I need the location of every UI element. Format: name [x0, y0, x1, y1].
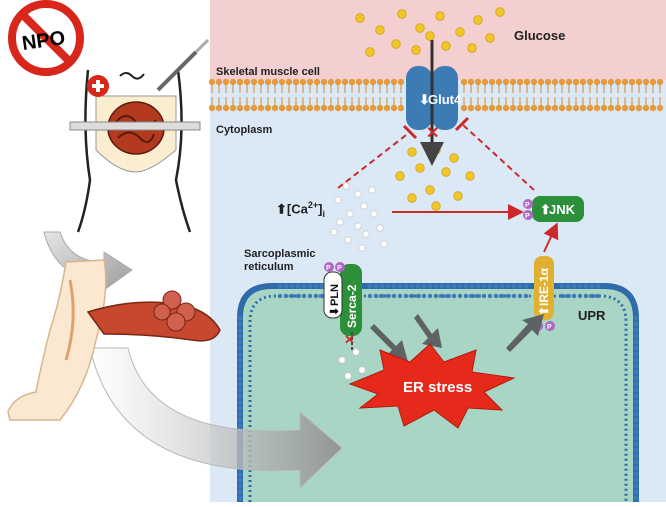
pln-p2: P: [337, 265, 342, 272]
calcium-ions: [330, 182, 388, 380]
calcium-label: ⬆[Ca2+]i: [276, 200, 325, 219]
big-arrow: [89, 347, 343, 490]
calcium-close: ]: [318, 201, 323, 217]
pln-protein: ⬇ PLN P P: [323, 262, 345, 319]
er-stress-label: ER stress: [403, 379, 472, 396]
svg-text:⬆: ⬆: [540, 202, 551, 217]
upr-label: UPR: [578, 308, 606, 323]
serca2-label: Serca-2: [345, 284, 359, 328]
ire1a-protein: ⬆ IRE-1α P P: [533, 222, 559, 331]
jnk-p2: P: [525, 213, 530, 220]
sr-label: Sarcoplasmic reticulum: [244, 248, 316, 274]
svg-text:⬆: ⬆: [537, 306, 551, 316]
ire-p2: P: [547, 324, 552, 331]
pln-p1: P: [326, 265, 331, 272]
npo-sign: [8, 0, 84, 76]
jnk-protein: ⬆ JNK P P: [523, 196, 584, 222]
svg-text:✕: ✕: [426, 125, 439, 142]
glucose-label: Glucose: [514, 28, 566, 43]
inhibition-arrows: ✕: [337, 116, 535, 191]
calcium-charge: 2+: [307, 200, 319, 210]
calcium-base: [Ca: [286, 201, 308, 217]
svg-text:⬇: ⬇: [419, 92, 430, 107]
jnk-p1: P: [525, 202, 530, 209]
sr-label-line1: Sarcoplasmic: [244, 248, 316, 260]
glucose-molecules: [355, 7, 505, 211]
jnk-label: JNK: [549, 202, 576, 217]
glut4-label: Glut4: [428, 92, 462, 107]
leg-illustration: [7, 259, 221, 421]
patient-torso: [69, 38, 210, 233]
er-grey-arrows: [370, 314, 544, 362]
cytoplasm-label: Cytoplasm: [216, 124, 273, 136]
calcium-sub: i: [322, 208, 325, 219]
svg-text:⬇: ⬇: [329, 307, 341, 316]
skeletal-muscle-cell-label: Skeletal muscle cell: [216, 66, 320, 78]
svg-text:✕: ✕: [344, 332, 355, 347]
glut4-transporter: ⬇ Glut4: [406, 40, 462, 166]
er-stress-burst: ER stress: [348, 343, 516, 429]
calcium-up-arrow: ⬆: [276, 201, 287, 217]
pln-label: PLN: [329, 284, 341, 306]
cell-membrane: [208, 78, 664, 112]
ire1a-label: IRE-1α: [537, 267, 551, 306]
sr-label-line2: reticulum: [244, 261, 294, 273]
serca2-pump: Serca-2 ✕: [340, 264, 362, 352]
